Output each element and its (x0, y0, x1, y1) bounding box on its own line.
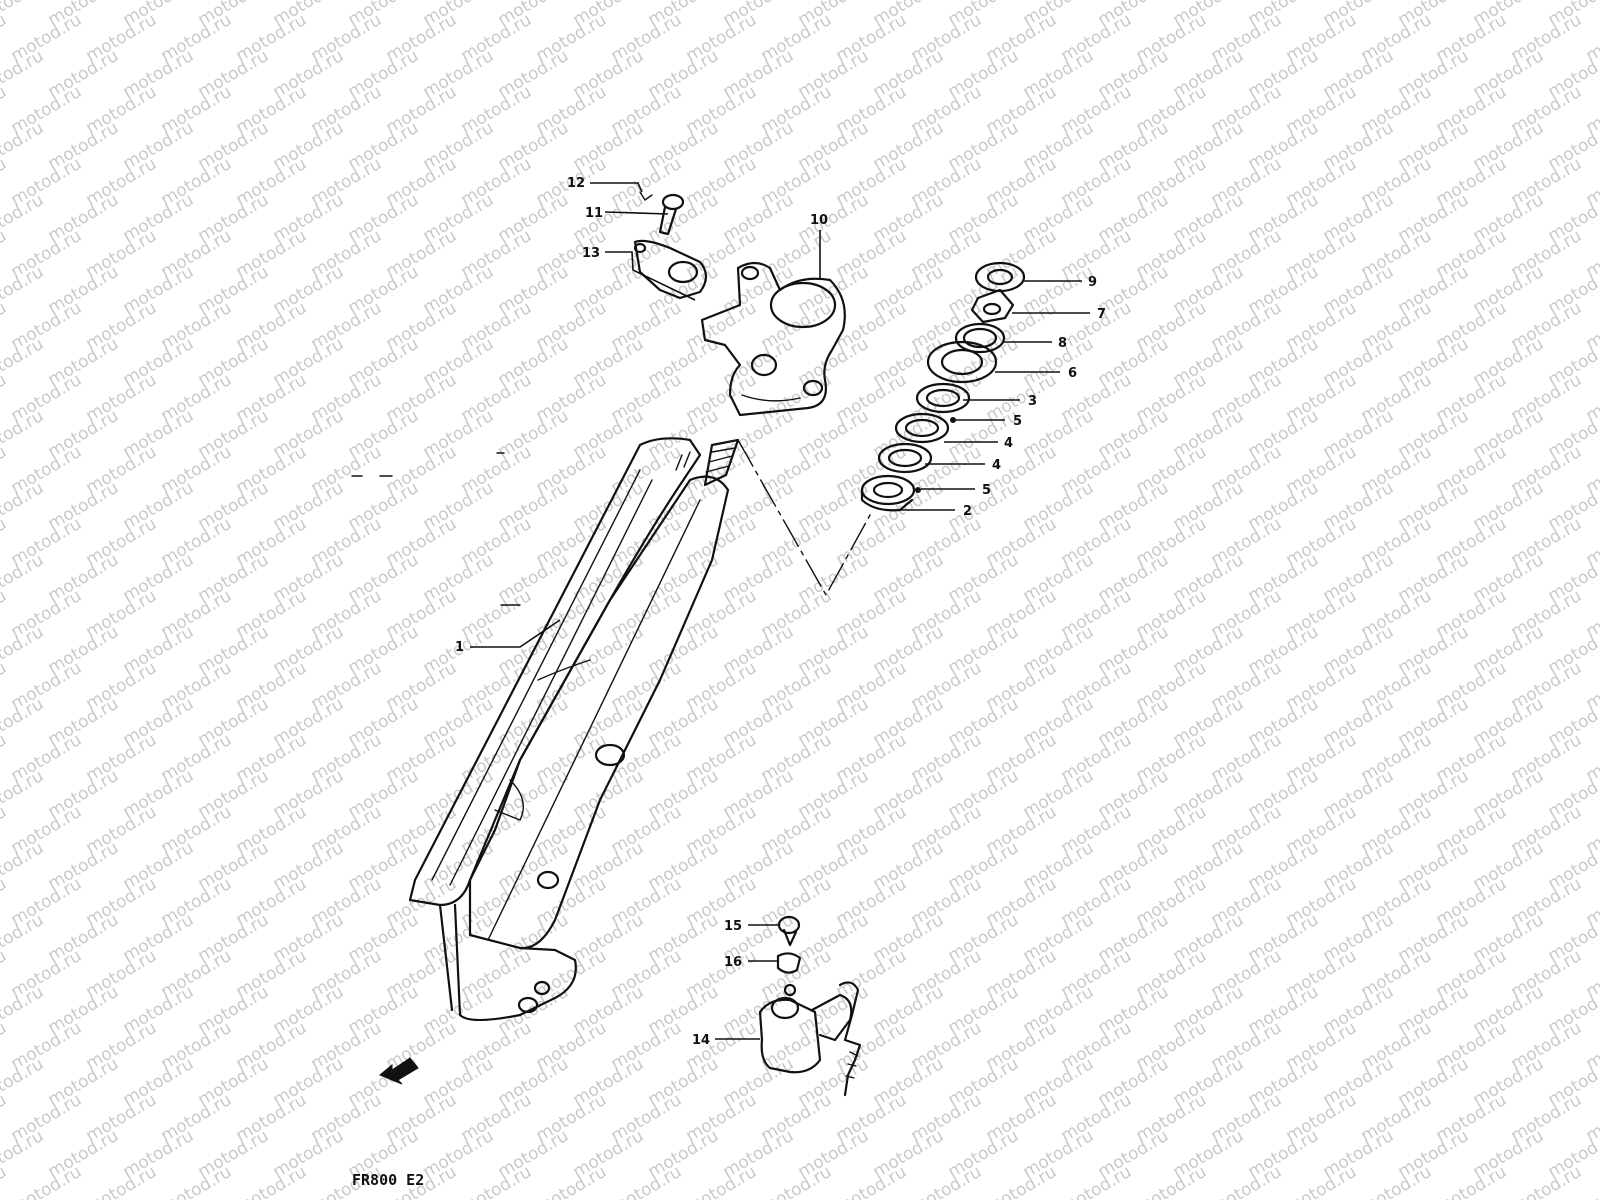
watermark-text: motod.ru (0, 10, 10, 66)
watermark-text: motod.ru (1583, 1162, 1600, 1200)
bracket-plate (633, 239, 708, 300)
callout-11: 11 (585, 206, 603, 221)
watermark-text: motod.ru (0, 730, 10, 786)
callout-5b: 5 (982, 483, 991, 498)
callout-1: 1 (455, 640, 464, 655)
watermark-text: motod.ru (0, 298, 10, 354)
model-label: FR800 E2 (352, 1171, 424, 1189)
leader-line (590, 182, 643, 193)
watermark-text: motod.ru (0, 478, 47, 534)
leader-line (604, 211, 669, 215)
callout-10: 10 (810, 213, 828, 228)
bolt-and-washer (639, 191, 685, 236)
watermark-text: motod.ru (0, 694, 47, 750)
watermark-text: motod.ru (0, 1162, 10, 1200)
watermark-text: motod.ru (0, 1126, 47, 1182)
callout-9: 9 (1088, 275, 1097, 290)
assembly-reference-line (737, 439, 871, 597)
scan-marks (351, 452, 521, 606)
watermark-text: motod.ru (0, 622, 47, 678)
watermark-text: motod.ru (0, 982, 47, 1038)
upper-bracket (700, 261, 846, 417)
watermark-text: motod.ru (0, 514, 10, 570)
callout-3: 3 (1028, 394, 1037, 409)
callout-7: 7 (1097, 307, 1106, 322)
watermark-text: motod.ru (0, 154, 10, 210)
callout-5a: 5 (1013, 414, 1022, 429)
callout-6: 6 (1068, 366, 1077, 381)
watermark-text: motod.ru (0, 910, 47, 966)
callout-13: 13 (582, 246, 600, 261)
watermark-text: motod.ru (0, 658, 10, 714)
leader-line (605, 251, 696, 301)
steering-stem-lower-bracket (408, 437, 740, 1022)
callout-2: 2 (963, 504, 972, 519)
watermark-text: motod.ru (0, 46, 47, 102)
watermark-text: motod.ru (0, 802, 10, 858)
callout-14: 14 (692, 1033, 710, 1048)
watermark-text: motod.ru (0, 1054, 47, 1110)
watermark-text: motod.ru (0, 946, 10, 1002)
callout-4b: 4 (992, 458, 1001, 473)
watermark-text: motod.ru (0, 550, 47, 606)
callout-layer: 1 2 3 4 4 5 5 6 7 8 9 10 11 (455, 176, 1106, 1048)
watermark-text: motod.ru (0, 118, 47, 174)
callout-4a: 4 (1004, 436, 1013, 451)
watermark-text: motod.ru (0, 1018, 10, 1074)
watermark-text: motod.ru (0, 334, 47, 390)
leader-line (470, 619, 561, 648)
watermark-text: motod.ru (0, 406, 47, 462)
watermark-text: motod.ru (0, 586, 10, 642)
watermark-text: motod.ru (0, 82, 10, 138)
callout-12: 12 (567, 176, 585, 191)
watermark-text: motod.ru (0, 766, 47, 822)
watermark-text: motod.ru (0, 190, 47, 246)
callout-15: 15 (724, 919, 742, 934)
callout-16: 16 (724, 955, 742, 970)
front-arrow-icon (379, 1057, 419, 1085)
watermark-text: motod.ru (0, 1090, 10, 1146)
watermark-text: motod.ru (0, 874, 10, 930)
watermark-text: motod.ru (0, 370, 10, 426)
callout-8: 8 (1058, 336, 1067, 351)
watermark-text: motod.ru (0, 838, 47, 894)
steering-lock (758, 981, 862, 1097)
watermark-text: motod.ru (0, 262, 47, 318)
watermark-text: motod.ru (0, 442, 10, 498)
watermark-text: motod.ru (0, 226, 10, 282)
